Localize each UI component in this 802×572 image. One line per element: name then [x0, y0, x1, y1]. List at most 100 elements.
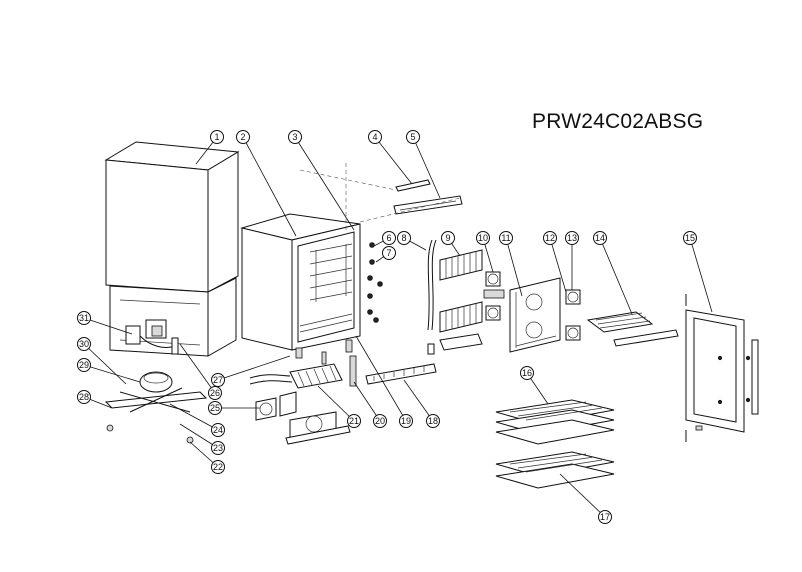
callout-number: 2 — [240, 132, 245, 142]
callout-circle — [520, 366, 534, 380]
outer-cabinet — [104, 141, 240, 357]
callout-circle — [476, 231, 490, 245]
callout-circle — [373, 414, 387, 428]
callout-circle — [382, 231, 396, 245]
callout-16: 16 — [520, 366, 549, 405]
wire-shelves — [495, 399, 615, 489]
callout-circle — [441, 231, 455, 245]
callout-number: 29 — [79, 360, 89, 370]
callout-23: 23 — [179, 423, 225, 455]
callout-circle — [598, 510, 612, 524]
callout-leader — [403, 379, 434, 422]
callout-19: 19 — [355, 335, 413, 428]
callout-leader — [599, 237, 633, 315]
callout-number: 10 — [478, 233, 488, 243]
callout-11: 11 — [499, 231, 523, 297]
callout-number: 17 — [600, 512, 610, 522]
callout-leader — [317, 385, 355, 422]
callout-leader — [689, 237, 713, 313]
callout-number: 5 — [410, 132, 415, 142]
callout-number: 9 — [445, 233, 450, 243]
callout-7: 7 — [375, 246, 396, 263]
callout-6: 6 — [373, 231, 396, 247]
callout-number: 21 — [349, 416, 359, 426]
callout-1: 1 — [195, 130, 224, 165]
callout-number: 1 — [214, 132, 219, 142]
callout-leader — [374, 136, 413, 185]
callout-number: 13 — [567, 233, 577, 243]
callout-number: 26 — [210, 388, 220, 398]
callout-17: 17 — [559, 473, 612, 524]
callout-circle — [426, 414, 440, 428]
callout-leader — [242, 136, 297, 237]
callout-27: 27 — [211, 355, 291, 387]
callout-number: 6 — [386, 233, 391, 243]
callout-number: 19 — [401, 416, 411, 426]
evaporator-fans — [483, 271, 505, 321]
callout-22: 22 — [189, 441, 225, 474]
callout-number: 18 — [428, 416, 438, 426]
callout-26: 26 — [179, 343, 222, 400]
callout-number: 23 — [213, 443, 223, 453]
callout-leader — [505, 237, 523, 297]
compressor-assembly — [104, 371, 208, 444]
callout-20: 20 — [353, 381, 387, 428]
callout-18: 18 — [403, 379, 440, 428]
condenser — [249, 363, 343, 389]
callout-25: 25 — [208, 401, 260, 415]
callout-leader — [83, 364, 141, 383]
callout-number: 27 — [213, 375, 223, 385]
control-box — [125, 319, 179, 355]
callout-number: 25 — [210, 403, 220, 413]
callout-circle — [77, 358, 91, 372]
callout-circle — [543, 231, 557, 245]
callout-circle — [211, 441, 225, 455]
callout-circle — [288, 130, 302, 144]
callout-circle — [77, 390, 91, 404]
callout-leader — [179, 343, 216, 394]
callout-circle — [499, 231, 513, 245]
callout-number: 24 — [213, 425, 223, 435]
callout-leader — [549, 237, 567, 293]
callout-5: 5 — [406, 130, 441, 199]
condenser-fan — [255, 391, 351, 445]
top-brackets — [299, 160, 463, 230]
callout-number: 15 — [685, 233, 695, 243]
callout-9: 9 — [441, 231, 461, 257]
callout-circle — [368, 130, 382, 144]
callout-3: 3 — [288, 130, 355, 231]
callout-28: 28 — [77, 390, 113, 409]
callout-number: 22 — [213, 462, 223, 472]
callout-leader — [353, 381, 381, 422]
callout-24: 24 — [169, 403, 225, 437]
callout-circle — [77, 311, 91, 325]
callout-15: 15 — [683, 231, 713, 313]
drain-hose — [427, 239, 437, 355]
evaporator — [439, 249, 483, 351]
callout-14: 14 — [593, 231, 633, 315]
callout-circle — [382, 246, 396, 260]
callout-circle — [236, 130, 250, 144]
callout-31: 31 — [77, 311, 133, 335]
callout-circle — [565, 231, 579, 245]
callout-number: 28 — [79, 392, 89, 402]
callout-21: 21 — [317, 385, 361, 428]
callout-number: 3 — [292, 132, 297, 142]
shelf-stack-lower — [495, 451, 615, 489]
callout-number: 11 — [501, 233, 510, 243]
callout-30: 30 — [77, 337, 127, 385]
callout-circle — [208, 386, 222, 400]
callout-number: 31 — [79, 313, 89, 323]
callout-circle — [593, 231, 607, 245]
callout-leader — [83, 317, 133, 335]
air-duct-panel — [509, 277, 581, 353]
screws — [367, 242, 383, 323]
callout-leader — [217, 355, 291, 381]
callout-circle — [397, 231, 411, 245]
callout-leader — [412, 136, 441, 199]
callout-circle — [77, 337, 91, 351]
callout-circle — [211, 460, 225, 474]
inner-cabinet — [240, 213, 361, 359]
callout-circle — [406, 130, 420, 144]
